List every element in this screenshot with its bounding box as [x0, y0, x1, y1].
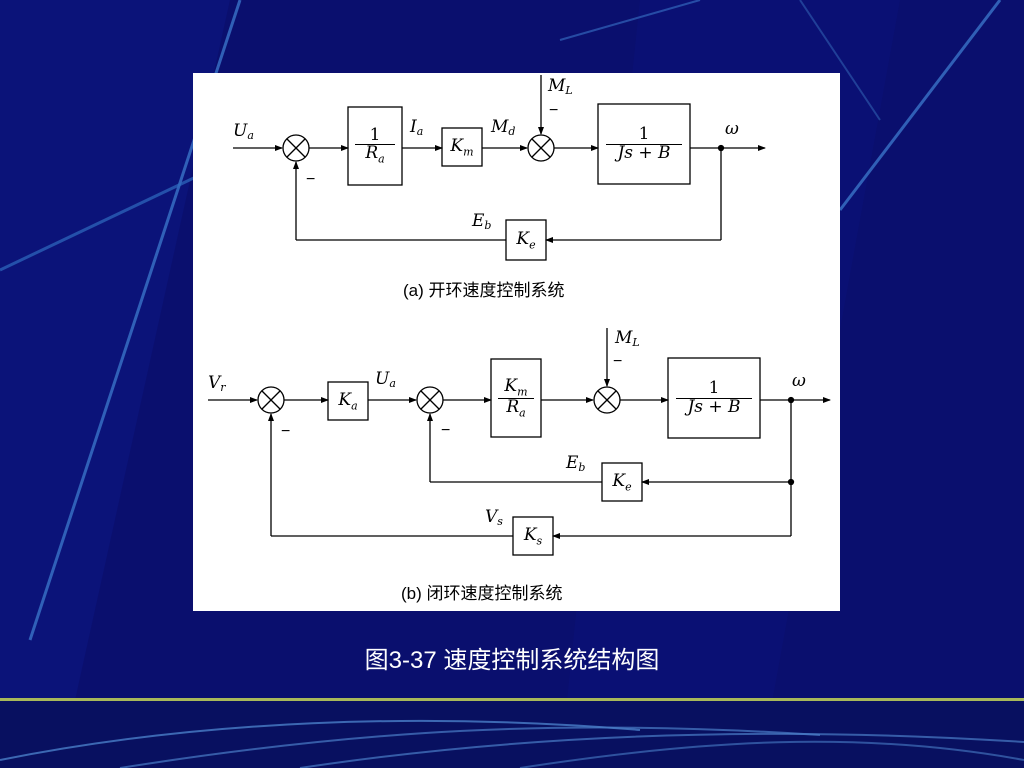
a-output-label: ω — [725, 119, 739, 139]
a-sum2-minus: − — [549, 102, 559, 119]
a-caption: (a) 开环速度控制系统 — [403, 281, 565, 300]
b-input-label: Vr — [208, 373, 226, 394]
b-sum3-minus: − — [613, 353, 623, 370]
a-block-ke-content: Ke — [516, 228, 536, 252]
b-plant-block — [667, 357, 761, 439]
slide-caption: 图3-37 速度控制系统结构图 — [364, 647, 660, 674]
b-sum2-minus: − — [441, 422, 451, 439]
a-block-km — [441, 127, 483, 167]
b-block-ke-content: Ke — [612, 470, 632, 494]
a-plant-block — [597, 103, 691, 185]
a-eb-label: Eb — [472, 211, 492, 232]
a-md-label: Md — [491, 117, 516, 138]
b-output-label: ω — [792, 371, 806, 391]
b-ua-label: Ua — [375, 369, 396, 390]
a-ia-label: Ia — [410, 117, 424, 138]
a-sum1 — [282, 134, 310, 162]
b-caption: (b) 闭环速度控制系统 — [401, 584, 563, 603]
b-eb-label: Eb — [566, 453, 586, 474]
b-sum1-minus: − — [281, 423, 291, 440]
b-sum2 — [416, 386, 444, 414]
a-plant-content: 1 Js + B — [598, 104, 690, 184]
a-block-1-over-ra — [347, 106, 403, 186]
a-sum2 — [527, 134, 555, 162]
b-sum1 — [257, 386, 285, 414]
a-input-label: Ua — [233, 121, 254, 142]
a-block-1-over-ra-content: 1 Ra — [348, 107, 402, 185]
b-plant-content: 1 Js + B — [668, 358, 760, 438]
block-diagram-panel: Ua − 1 Ra Ia Km Md ML − 1 Js + B ω Eb Ke… — [193, 73, 840, 611]
b-block-ks-content: Ks — [523, 524, 543, 548]
b-load-label: ML — [615, 328, 640, 349]
a-block-km-content: Km — [450, 135, 474, 159]
b-block-ka — [327, 381, 369, 421]
block-diagram-lines — [208, 75, 831, 556]
b-block-km-over-ra-content: Km Ra — [491, 359, 541, 437]
b-sum3 — [593, 386, 621, 414]
b-block-km-over-ra — [490, 358, 542, 438]
b-vs-label: Vs — [485, 507, 503, 528]
a-sum1-minus: − — [306, 171, 316, 188]
a-load-label: ML — [548, 76, 573, 97]
b-block-ka-content: Ka — [338, 389, 358, 413]
